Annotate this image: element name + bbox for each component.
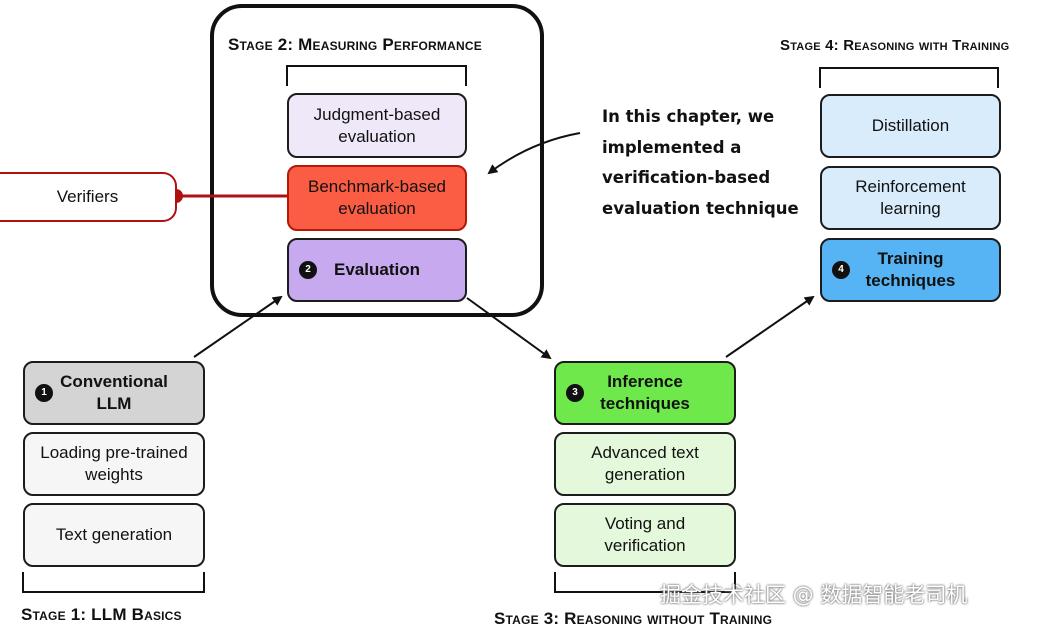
judgment-eval-label: Judgment-based evaluation xyxy=(313,104,441,146)
stage1-title: Stage 1: LLM Basics xyxy=(21,605,182,624)
stage1-badge: 1 xyxy=(35,384,53,402)
benchmark-eval-box: Benchmark-based evaluation xyxy=(287,165,467,231)
loading-weights-box: Loading pre-trained weights xyxy=(23,432,205,496)
evaluation-box: 2 Evaluation xyxy=(287,238,467,302)
stage4-badge: 4 xyxy=(832,261,850,279)
watermark: 掘金技术社区 @ 数据智能老司机 xyxy=(660,583,968,607)
loading-weights-label: Loading pre-trained weights xyxy=(40,443,188,484)
reinforcement-label: Reinforcement learning xyxy=(855,177,966,218)
advanced-text-box: Advanced text generation xyxy=(554,432,736,496)
stage2-bracket xyxy=(286,65,467,86)
text-generation-label: Text generation xyxy=(55,525,173,544)
reinforcement-box: Reinforcement learning xyxy=(820,166,1001,230)
inference-techniques-box: 3 Inference techniques xyxy=(554,361,736,425)
text-generation-box: Text generation xyxy=(23,503,205,567)
arrow-stage1-to-stage2 xyxy=(193,295,283,358)
arrow-stage3-to-stage4 xyxy=(725,295,815,358)
verifiers-label: Verifiers xyxy=(56,187,119,206)
evaluation-label: Evaluation xyxy=(334,260,420,279)
stage2-title: Stage 2: Measuring Performance xyxy=(228,35,482,54)
stage3-badge: 3 xyxy=(566,384,584,402)
benchmark-eval-label: Benchmark-based evaluation xyxy=(308,177,446,218)
stage2-frame xyxy=(210,4,544,317)
stage3-bracket xyxy=(554,572,736,593)
verifiers-box: Verifiers xyxy=(0,172,177,222)
stage4-title: Stage 4: Reasoning with Training xyxy=(780,37,1010,54)
chapter-callout: In this chapter, we implemented a verifi… xyxy=(602,107,799,218)
training-techniques-label: Training techniques xyxy=(865,249,956,290)
conventional-llm-box: 1 Conventional LLM xyxy=(23,361,205,425)
stage1-bracket xyxy=(22,572,205,593)
inference-techniques-label: Inference techniques xyxy=(600,372,690,413)
stage4-bracket xyxy=(819,67,999,88)
judgment-eval-box: Judgment-based evaluation xyxy=(287,93,467,158)
distillation-label: Distillation xyxy=(871,116,950,135)
voting-verification-box: Voting and verification xyxy=(554,503,736,567)
distillation-box: Distillation xyxy=(820,94,1001,158)
training-techniques-box: 4 Training techniques xyxy=(820,238,1001,302)
stage3-title: Stage 3: Reasoning without Training xyxy=(494,609,773,626)
callout-arrow xyxy=(487,132,581,175)
stage2-badge: 2 xyxy=(299,261,317,279)
advanced-text-label: Advanced text generation xyxy=(591,443,699,484)
conventional-llm-label: Conventional LLM xyxy=(60,372,168,413)
voting-verification-label: Voting and verification xyxy=(604,514,686,555)
arrow-stage2-to-stage3 xyxy=(466,297,552,360)
